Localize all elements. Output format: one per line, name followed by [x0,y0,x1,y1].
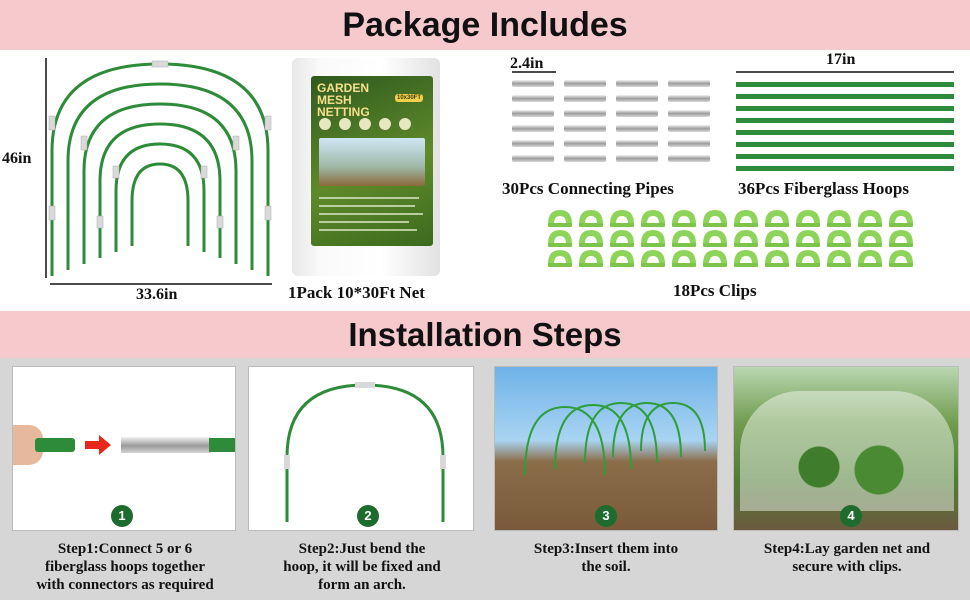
installation-steps-banner: Installation Steps [0,311,970,358]
garden-plants [774,437,924,497]
fiberglass-rod-graphic [35,438,75,452]
step-2-image: 2 [248,366,474,531]
bent-hoop-graphic [284,382,446,522]
step-1-image: 1 [12,366,236,531]
step-3-badge: 3 [595,505,617,527]
step-3-caption: Step3:Insert them into the soil. [492,540,720,576]
step-2-line-2: hoop, it will be fixed and [283,559,441,575]
step-2-line-3: form an arch. [318,577,406,593]
step-1-caption: Step1:Connect 5 or 6 fiberglass hoops to… [8,540,242,594]
step-2-line-1: Step2:Just bend the [298,541,426,557]
net-package-size: 10x30FT [395,94,424,102]
step-4-caption: Step4:Lay garden net and secure with cli… [731,540,963,576]
connecting-pipes-image [512,71,710,162]
hoop-arches-illustration [45,58,272,285]
step-3-line-2: the soil. [581,559,631,575]
step-4-line-1: Step4:Lay garden net and [763,541,931,557]
step-1-badge: 1 [111,505,133,527]
step-1-line-1: Step1:Connect 5 or 6 [57,541,193,557]
net-package-title: GARDEN MESH NETTING [317,81,370,119]
fiberglass-hoops-image [736,71,954,171]
net-package-photo [319,138,425,186]
package-includes-banner: Package Includes [0,0,970,50]
step-1-line-2: fiberglass hoops together [45,559,205,575]
pipe-length-label: 2.4in [510,55,544,72]
height-dimension-label: 46in [2,150,32,167]
net-package-text-lines [319,197,423,231]
connector-pipe-graphic [121,437,211,453]
net-item-label: 1Pack 10*30Ft Net [288,283,425,302]
clips-item-label: 18Pcs Clips [673,281,757,300]
step-4-line-2: secure with clips. [792,559,902,575]
step-4-image: 4 [733,366,959,531]
rod-end-graphic [209,438,235,452]
installation-steps-title: Installation Steps [348,316,622,353]
hoop-length-label: 17in [826,51,856,68]
net-package-label: GARDEN MESH NETTING 10x30FT [311,76,433,246]
step-4-badge: 4 [840,505,862,527]
step-3-line-1: Step3:Insert them into [533,541,679,557]
package-contents-area [0,50,970,311]
pipes-item-label: 30Pcs Connecting Pipes [502,179,674,198]
clips-image [548,208,918,272]
hoops-item-label: 36Pcs Fiberglass Hoops [738,179,909,198]
hoops-in-soil-graphic [524,401,706,476]
arrow-right-icon [85,435,111,455]
package-includes-title: Package Includes [342,6,628,44]
step-3-image: 3 [494,366,718,531]
step-2-badge: 2 [357,505,379,527]
feature-icons [319,118,411,130]
step-2-caption: Step2:Just bend the hoop, it will be fix… [246,540,478,594]
width-dimension-label: 33.6in [136,286,178,303]
step-1-line-3: with connectors as required [36,577,214,593]
